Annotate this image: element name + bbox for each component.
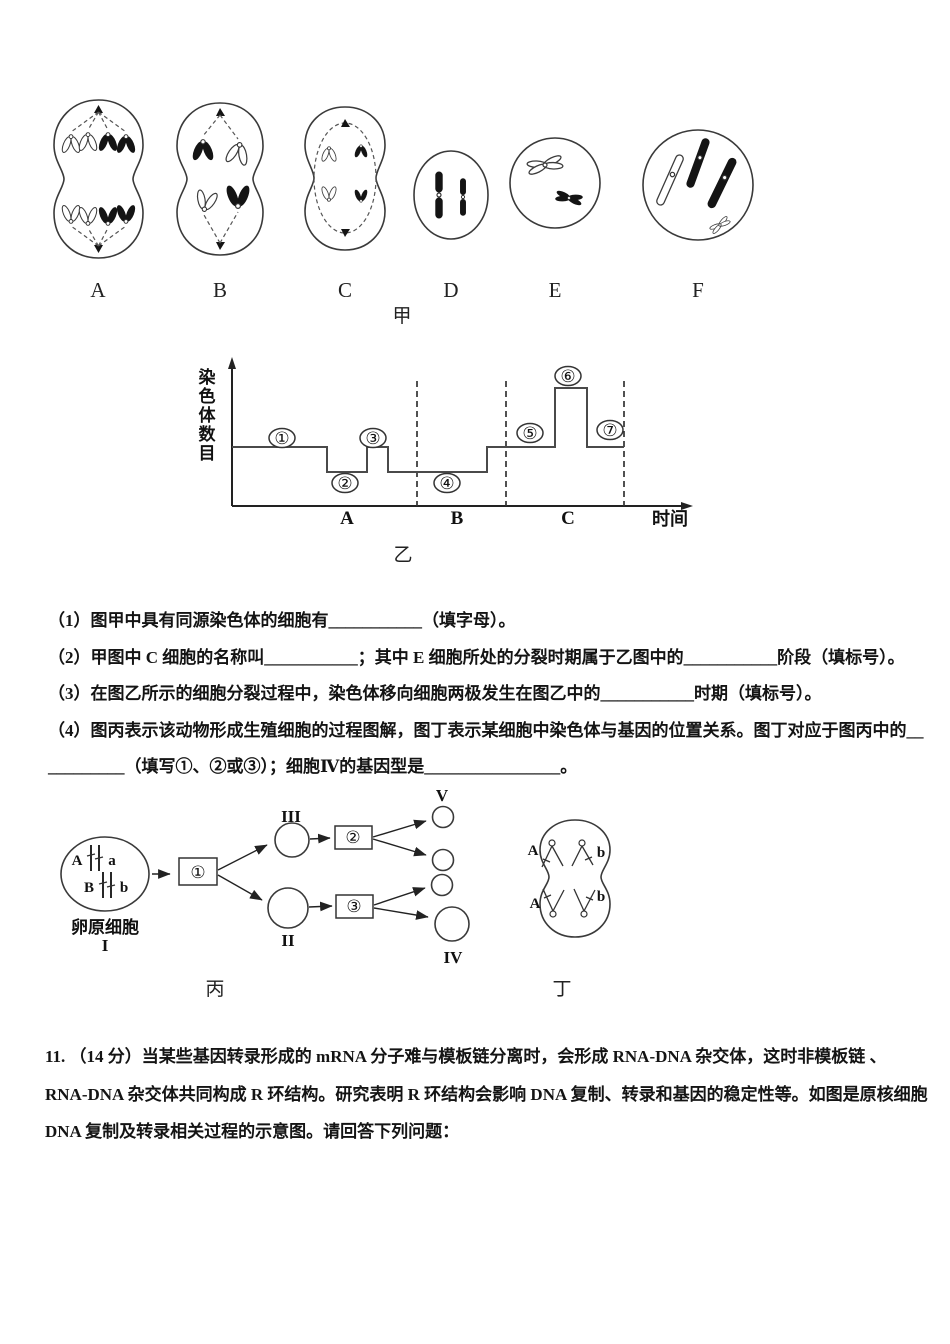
cell-III — [274, 822, 310, 858]
cell-e-diagram — [509, 137, 601, 229]
process-box-2 — [334, 825, 373, 850]
cell-a-diagram — [53, 99, 144, 259]
chart-annotation-2: ② — [337, 474, 352, 494]
cell-numeral-III: III — [281, 807, 301, 826]
cell-V — [431, 805, 455, 829]
chart-annotation-6: ⑥ — [560, 367, 575, 387]
figure-ding-label: 丁 — [552, 979, 571, 1000]
question-10-parts: （1）图甲中具有同源染色体的细胞有___________（填字母）。 （2）甲图… — [48, 603, 928, 786]
gene-label-B: B — [84, 880, 94, 896]
chart-annotation-5: ⑤ — [522, 424, 537, 444]
question-11-line-2: RNA-DNA 杂交体共同构成 R 环结构。研究表明 R 环结构会影响 DNA … — [45, 1084, 928, 1104]
cell-numeral-II: II — [281, 931, 295, 950]
cell-label-f: F — [692, 278, 704, 302]
chart-annotation-3: ③ — [365, 429, 380, 449]
svg-text:③: ③ — [346, 897, 361, 917]
polar-body-cell — [431, 848, 455, 872]
polar-body-cell-2 — [430, 873, 454, 897]
cell-IV — [434, 906, 470, 942]
chart-annotation-1: ① — [274, 429, 289, 449]
chart-section-c: C — [561, 508, 575, 529]
cell-label-b: B — [213, 278, 227, 302]
question-part-4-line-2: _________（填写①、②或③）；细胞Ⅳ的基因型是_____________… — [48, 757, 578, 777]
cell-f-diagram — [642, 129, 754, 241]
cell-c-diagram — [304, 106, 386, 251]
cell-II — [267, 887, 309, 929]
chart-x-axis-label: 时间 — [652, 509, 688, 529]
question-part-2: （2）甲图中 C 细胞的名称叫___________；其中 E 细胞所处的分裂时… — [48, 647, 905, 667]
chart-annotation-4: ④ — [439, 474, 454, 494]
chart-section-b: B — [451, 508, 464, 529]
svg-text:②: ② — [345, 828, 360, 848]
figure-ding-diagram: A b A b 丁 — [528, 819, 611, 1000]
question-part-3: （3）在图乙所示的细胞分裂过程中，染色体移向细胞两极发生在图乙中的_______… — [48, 684, 822, 704]
svg-text:①: ① — [190, 863, 205, 883]
figure-jia-label: 甲 — [392, 306, 411, 325]
cell-numeral-V: V — [436, 786, 449, 805]
oogonium-cell — [60, 836, 150, 912]
cell-numeral-IV: IV — [444, 948, 464, 967]
cell-label-c: C — [338, 278, 352, 302]
cell-label-e: E — [549, 278, 562, 302]
chromosome-number-step-line — [232, 387, 624, 473]
gene-label-a: a — [108, 853, 116, 869]
chart-y-axis-label: 染色体数目 — [199, 367, 217, 463]
oogonium-label: 卵原细胞 — [71, 917, 139, 937]
figure-yi-label: 乙 — [393, 545, 412, 566]
cell-numeral-I: I — [102, 936, 109, 955]
cell-b-diagram — [176, 102, 264, 256]
ding-gene-bottom-left: A — [530, 896, 541, 912]
figure-bing-diagram: A a B b 卵原细胞 I ① III II ② ③ V — [60, 786, 470, 1000]
question-part-4-line-1: （4）图丙表示该动物形成生殖细胞的过程图解，图丁表示某细胞中染色体与基因的位置关… — [48, 720, 924, 740]
ding-gene-top-left: A — [528, 843, 539, 859]
cell-label-d: D — [443, 278, 458, 302]
gene-label-A: A — [72, 853, 83, 869]
cell-label-a: A — [90, 278, 106, 302]
question-11-line-1: 11. （14 分）当某些基因转录形成的 mRNA 分子难与模板链分离时，会形成… — [45, 1047, 887, 1066]
question-part-1: （1）图甲中具有同源染色体的细胞有___________（填字母）。 — [48, 611, 516, 630]
process-box-1 — [178, 857, 218, 886]
question-11-line-3: DNA 复制及转录相关过程的示意图。请回答下列问题： — [45, 1122, 460, 1141]
figure-bing-label: 丙 — [205, 979, 224, 1000]
process-box-3 — [335, 894, 374, 919]
cell-d-diagram — [413, 150, 489, 240]
chart-annotation-7: ⑦ — [602, 421, 617, 441]
ding-gene-bottom-right: b — [597, 889, 605, 905]
figure-jia-cell-diagrams: A B C D E F 甲 — [53, 99, 754, 325]
chart-section-a: A — [340, 508, 354, 529]
figure-yi-chart: ① ② ③ ④ ⑤ ⑥ ⑦ A B C 时间 染色体数目 乙 — [199, 357, 693, 566]
ding-gene-top-right: b — [597, 845, 605, 861]
question-11: 11. （14 分）当某些基因转录形成的 mRNA 分子难与模板链分离时，会形成… — [45, 1038, 930, 1151]
gene-label-b: b — [120, 880, 128, 896]
